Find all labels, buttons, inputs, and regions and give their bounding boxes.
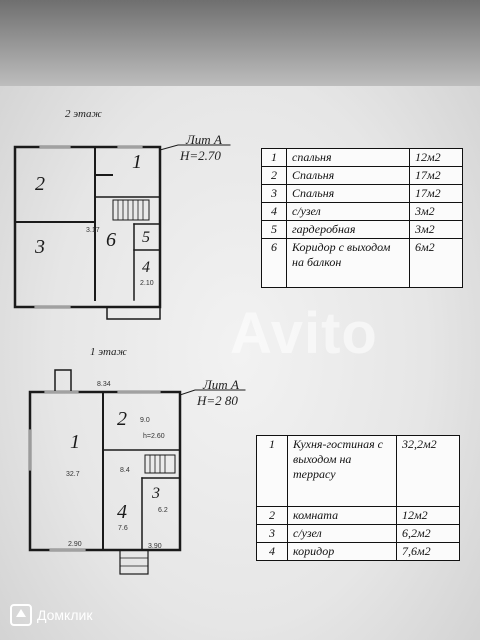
f1-dim-0: 8.34 [97, 381, 111, 388]
floor1-porch [119, 549, 149, 575]
floor2-title: 2 этаж [65, 108, 102, 120]
f1-dim-1: h=2.60 [143, 433, 165, 440]
floor1-height: H=2 80 [197, 393, 238, 408]
table-row: 3 Спальня 17м2 [261, 184, 463, 203]
floor1-title: 1 этаж [90, 346, 127, 358]
table-row: 4 коридор 7,6м2 [256, 542, 460, 561]
f2-room-5: 5 [142, 229, 150, 246]
f2-dim-b: 2.10 [140, 280, 154, 287]
f2-dim-a: 3.17 [86, 227, 100, 234]
table-row: 1 Кухня-гостиная с выходом на террасу 32… [256, 435, 460, 507]
floor1-room-table: 1 Кухня-гостиная с выходом на террасу 32… [256, 435, 460, 561]
f2-room-3: 3 [34, 236, 45, 258]
f1-dim-8: 7.6 [118, 525, 128, 532]
home-icon [10, 604, 32, 626]
f1-dim-6: 3.90 [148, 543, 162, 550]
f1-room-1: 1 [70, 431, 80, 453]
floor2-lit: Лит А [186, 132, 222, 147]
photo-top-shadow [0, 0, 480, 86]
brand-name: Домклик [37, 607, 93, 623]
table-row: 1 спальня 12м2 [261, 148, 463, 167]
f2-room-2: 2 [35, 173, 45, 195]
brand-logo: Домклик [10, 604, 92, 626]
f1-dim-7: 6.2 [158, 507, 168, 514]
watermark: Avito [230, 301, 378, 366]
table-row: 2 комната 12м2 [256, 506, 460, 525]
table-row: 3 с/узел 6,2м2 [256, 524, 460, 543]
f1-room-2: 2 [117, 408, 127, 430]
f2-room-1: 1 [132, 151, 142, 173]
f1-room-4: 4 [117, 501, 127, 523]
f1-dim-4: 8.4 [120, 467, 130, 474]
floor2-balcony [106, 306, 161, 320]
f2-room-4: 4 [142, 259, 150, 276]
floor1-lit: Лит А [203, 377, 239, 392]
f1-dim-3: 9.0 [140, 417, 150, 424]
floor1-outer-wall [28, 390, 182, 552]
table-row: 6 Коридор с выходом на балкон 6м2 [261, 238, 463, 288]
f1-room-3: 3 [151, 485, 160, 502]
f2-room-6: 6 [106, 229, 116, 251]
table-row: 2 Спальня 17м2 [261, 166, 463, 185]
f1-dim-2: 32.7 [66, 471, 80, 478]
floor2-outer-wall [13, 145, 162, 309]
f1-dim-5: 2.90 [68, 541, 82, 548]
table-row: 4 с/узел 3м2 [261, 202, 463, 221]
floor2-room-table: 1 спальня 12м2 2 Спальня 17м2 3 Спальня … [261, 148, 463, 288]
table-row: 5 гардеробная 3м2 [261, 220, 463, 239]
floor2-height: H=2.70 [180, 148, 221, 163]
